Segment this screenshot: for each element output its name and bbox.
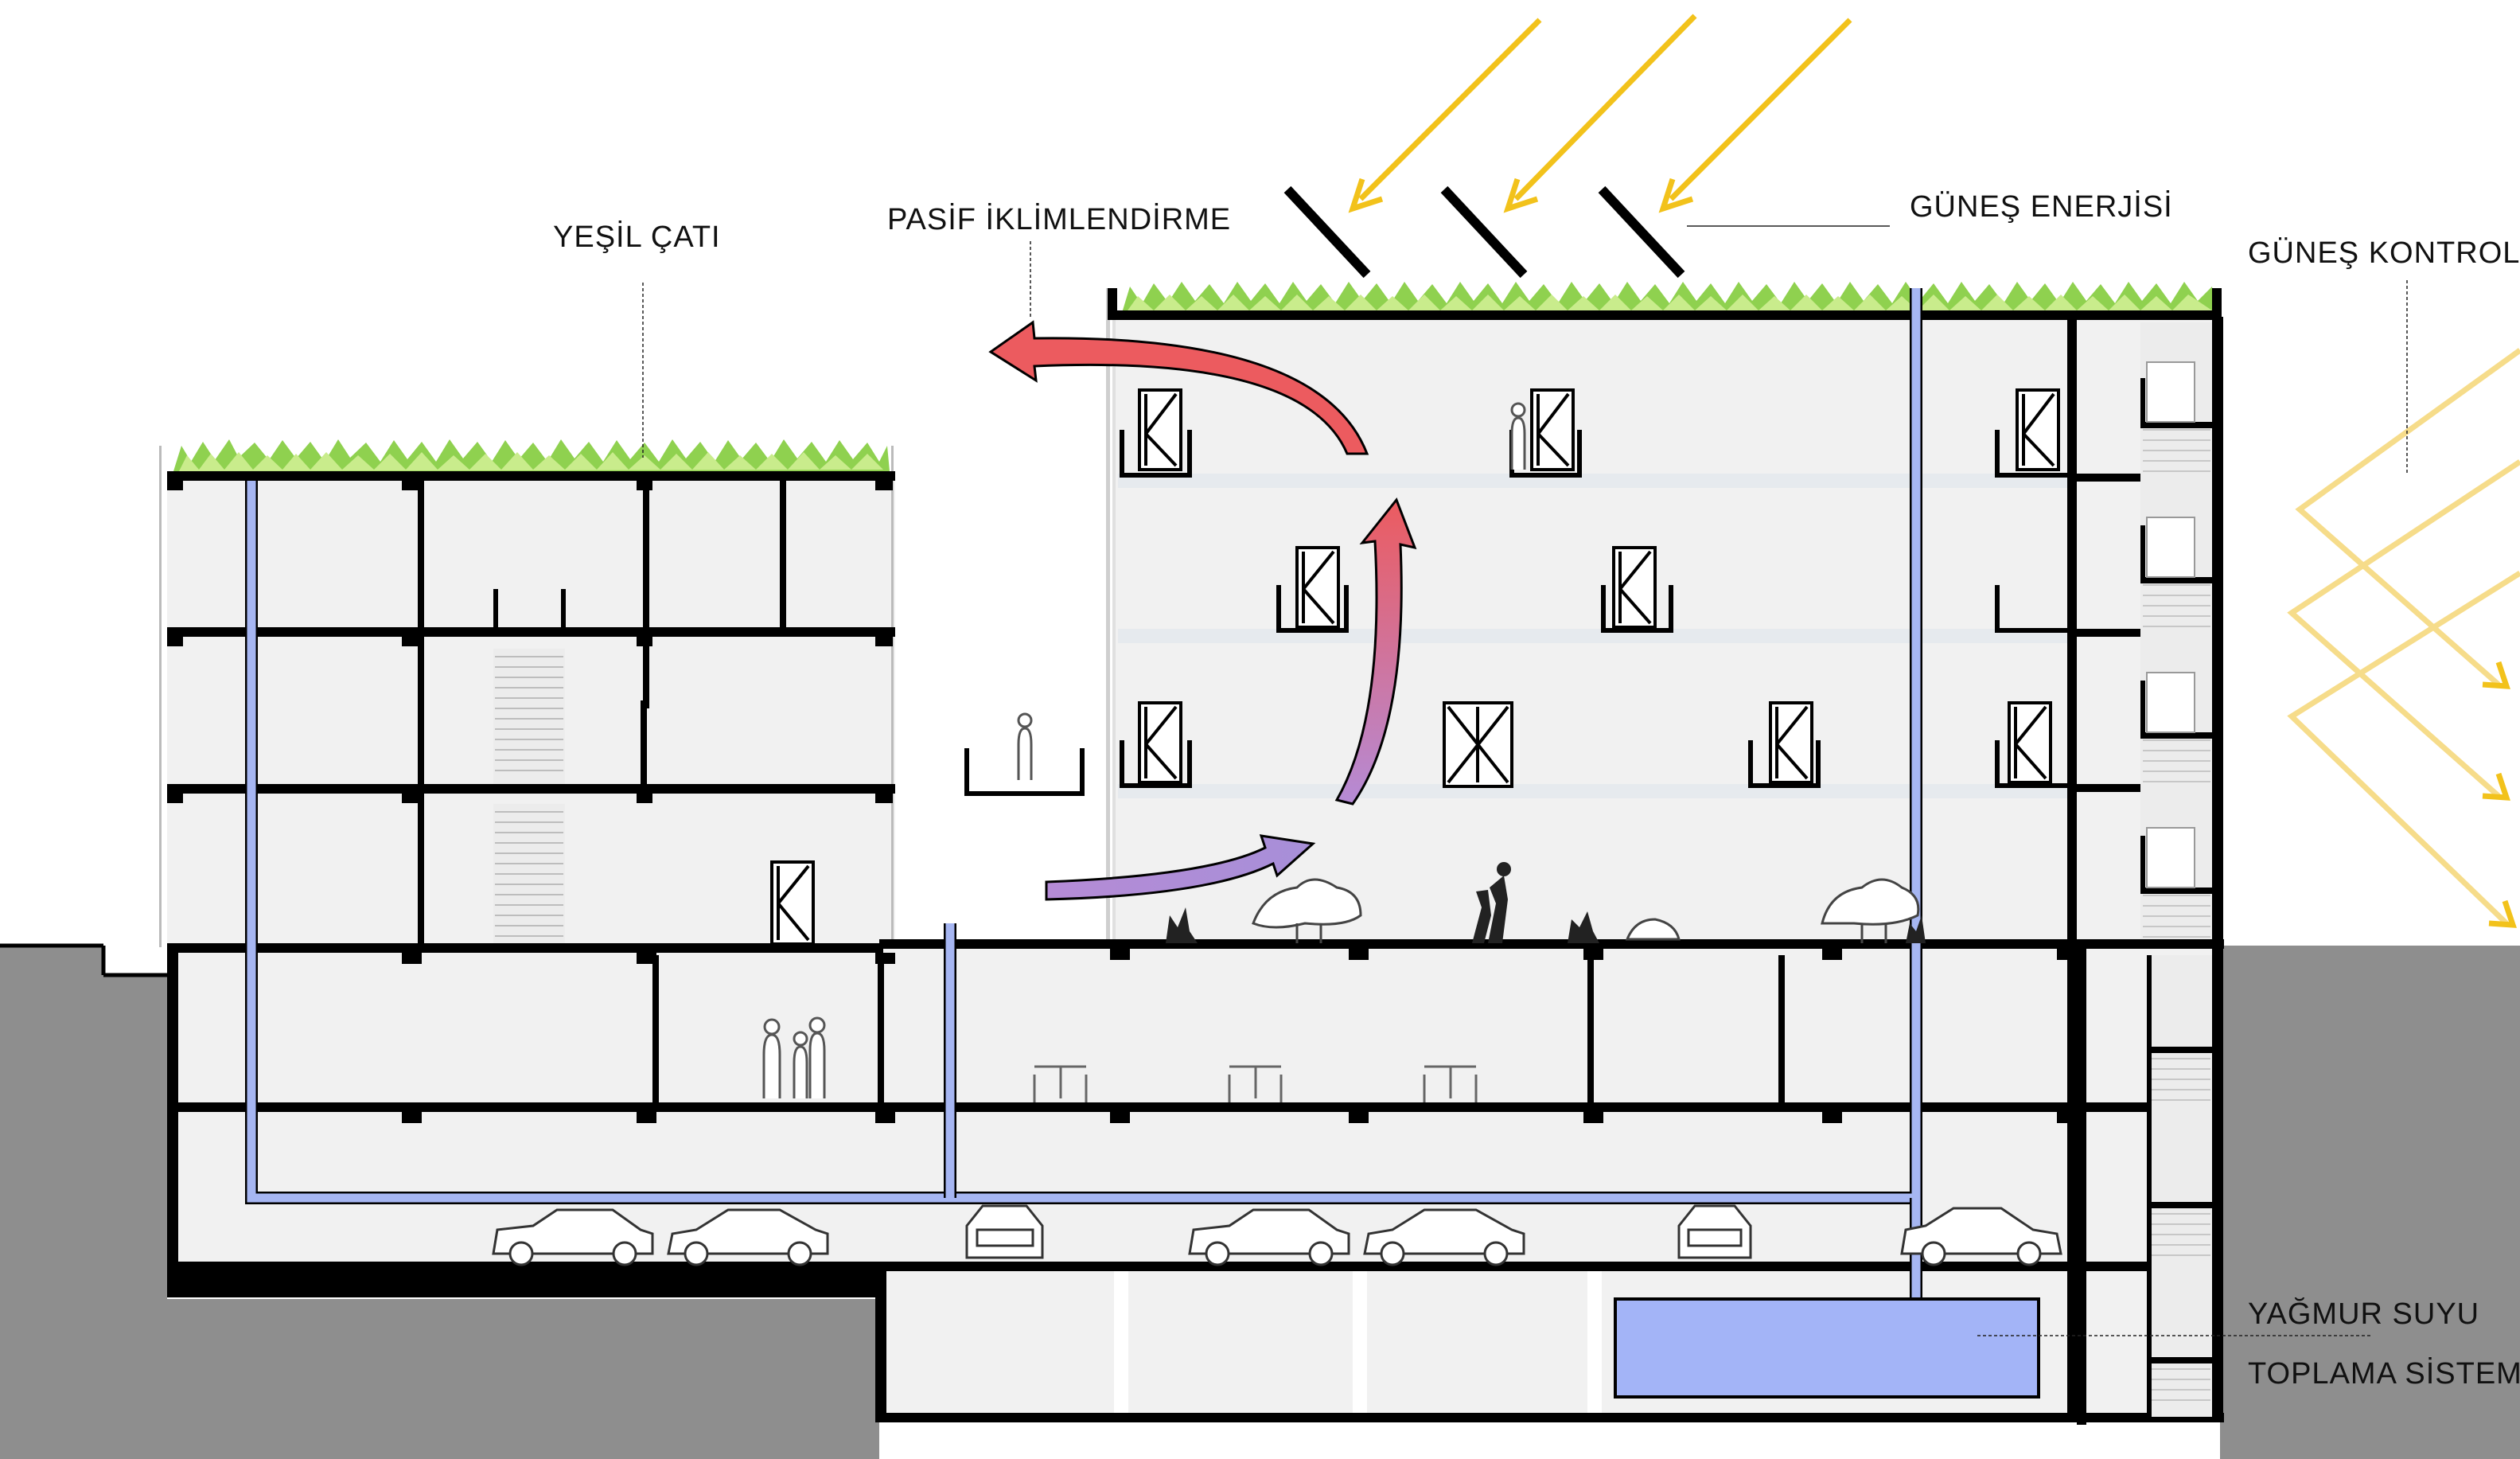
- ground-right: [2220, 946, 2520, 1459]
- ground: [0, 946, 879, 1459]
- label-solar-energy: GÜNEŞ ENERJİSİ: [1910, 189, 2173, 224]
- left-stair: [493, 649, 565, 943]
- airflow-arrow-vertical: [1334, 497, 1417, 806]
- green-roof-right: [1122, 282, 2216, 313]
- left-block-structure: [159, 446, 895, 947]
- label-rainwater-line1: YAĞMUR SUYU: [2248, 1296, 2479, 1331]
- cafe-tables: [1033, 1065, 1478, 1102]
- people: [762, 402, 1526, 1098]
- person-silhouettes: [1472, 862, 1511, 943]
- doors: [770, 361, 2195, 946]
- label-solar-control: GÜNEŞ KONTROL: [2248, 236, 2520, 270]
- rainwater-tank: [1614, 1297, 2040, 1399]
- rainwater-pipes: [245, 288, 1922, 1301]
- sun-ray-heads: [2482, 661, 2517, 928]
- label-green-roof: YEŞİL ÇATI: [553, 220, 721, 254]
- sun-rays: [1348, 14, 1852, 213]
- shrubs: [1166, 907, 1926, 943]
- leader-lines: [642, 241, 2408, 1336]
- cars: [492, 1204, 2062, 1266]
- basement-structure: [167, 939, 2224, 1425]
- right-block-structure: [1106, 288, 2223, 1421]
- label-passive-cooling: PASİF İKLİMLENDİRME: [887, 202, 1231, 236]
- sun-rays-solar-control: [2287, 348, 2520, 926]
- airflow-arrow-exhaust: [988, 320, 1369, 455]
- label-rainwater-line2: TOPLAMA SİSTEMİ: [2248, 1356, 2520, 1391]
- balconies: [964, 430, 2067, 796]
- solar-panels: [1283, 185, 1685, 279]
- airflow-arrow-horizontal: [1045, 834, 1316, 901]
- green-roof-left: [173, 439, 890, 471]
- basement-stair: [2147, 955, 2212, 1417]
- plants: [1252, 878, 1920, 943]
